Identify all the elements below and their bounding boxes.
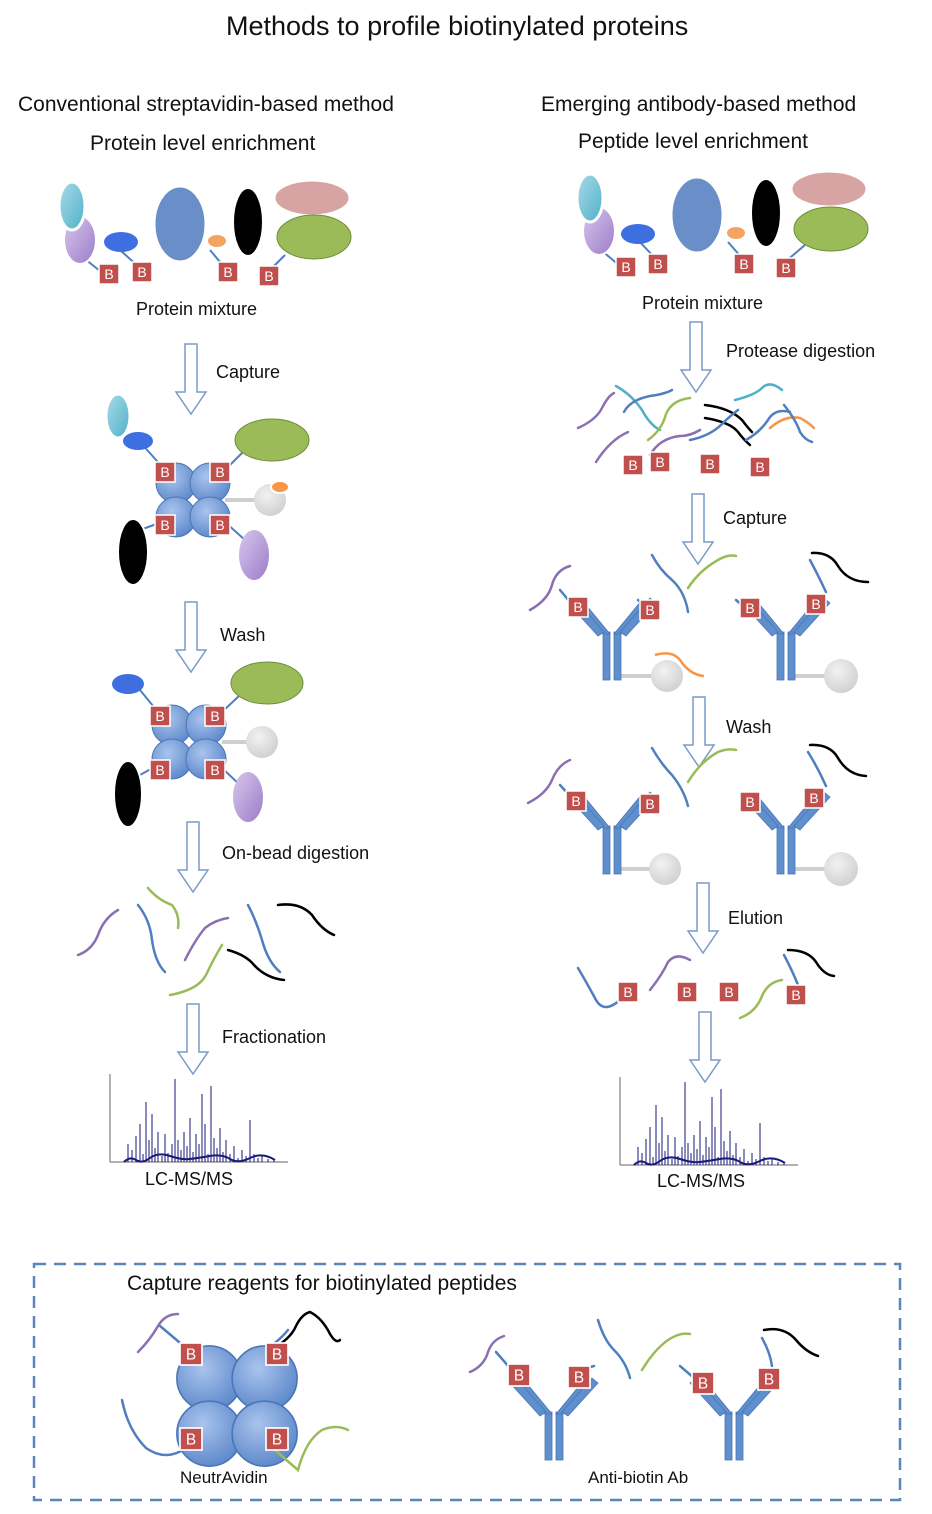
arrow-right-1 <box>680 321 712 393</box>
arrow-right-5 <box>689 1011 721 1083</box>
right-protein-mixture-label: Protein mixture <box>642 293 764 313</box>
right-protease-label: Protease digestion <box>726 341 876 361</box>
arrow-left-3 <box>177 821 209 893</box>
left-protein-mixture-label: Protein mixture <box>136 299 258 319</box>
left-wash-label: Wash <box>220 625 266 645</box>
antibody-label: Anti-biotin Ab <box>588 1468 689 1487</box>
right-wash-label: Wash <box>726 717 772 737</box>
left-capture-label: Capture <box>216 362 281 382</box>
right-eluted-peptides <box>576 948 836 1020</box>
left-lcms-label: LC-MS/MS <box>145 1169 234 1189</box>
right-digested-peptides <box>576 383 816 478</box>
right-capture-label: Capture <box>723 508 788 528</box>
arrow-right-2 <box>682 493 714 565</box>
right-elution-label: Elution <box>728 908 784 928</box>
left-washed-complex <box>112 661 304 828</box>
right-protein-mixture <box>575 169 869 279</box>
left-captured-complex <box>104 392 310 586</box>
right-lcms-label: LC-MS/MS <box>657 1171 746 1191</box>
anti-biotin-antibody-figure <box>468 1318 820 1461</box>
arrow-left-4 <box>177 1003 209 1075</box>
right-captured-antibodies <box>528 551 870 693</box>
arrow-left-2 <box>175 601 207 673</box>
left-protein-mixture <box>57 178 352 287</box>
arrow-left-1 <box>175 343 207 415</box>
reagents-box-title: Capture reagents for biotinylated peptid… <box>127 1272 517 1295</box>
left-fractionation-label: Fractionation <box>222 1027 327 1047</box>
left-subheading: Protein level enrichment <box>90 132 316 155</box>
left-spectrum <box>109 1073 289 1163</box>
reagents-box <box>32 1262 902 1502</box>
right-washed-antibodies <box>526 743 868 886</box>
right-subheading: Peptide level enrichment <box>578 130 808 153</box>
page-title: Methods to profile biotinylated proteins <box>226 11 689 41</box>
left-peptides <box>76 886 336 997</box>
left-heading: Conventional streptavidin-based method <box>18 93 394 116</box>
right-heading: Emerging antibody-based method <box>541 93 857 116</box>
arrow-right-4 <box>687 882 719 954</box>
right-spectrum <box>619 1076 799 1166</box>
neutravidin-label: NeutrAvidin <box>180 1468 268 1487</box>
neutravidin-figure <box>120 1310 350 1473</box>
left-digestion-label: On-bead digestion <box>222 843 370 863</box>
